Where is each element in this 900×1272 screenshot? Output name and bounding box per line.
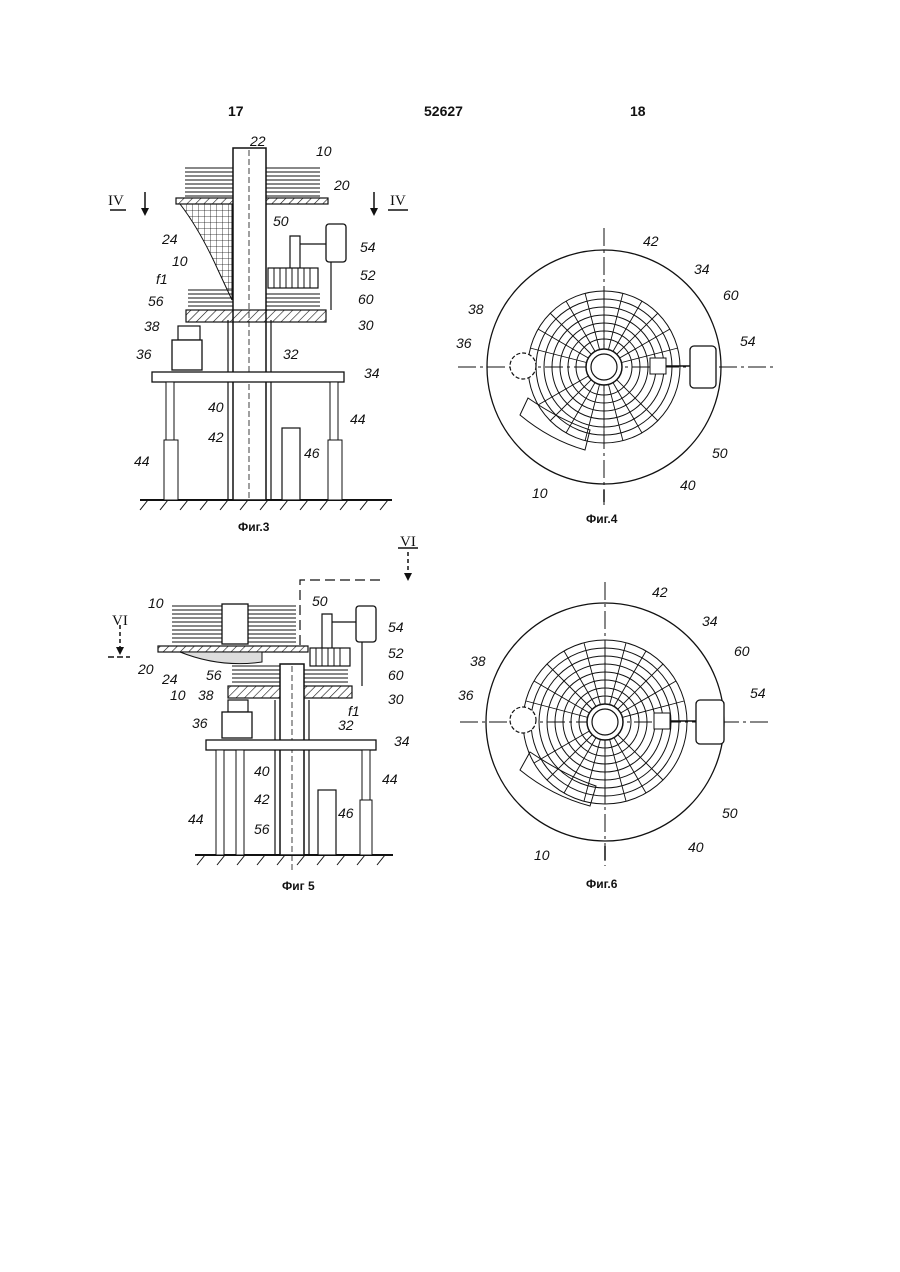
label: 30	[358, 317, 374, 333]
figure-5-side-view: VI VI 10 50	[100, 530, 430, 900]
label: 32	[283, 346, 299, 362]
label: 34	[394, 733, 410, 749]
figure-4-top-view: 42 34 60 38 36 54 50 10 40 Фиг.4	[450, 220, 780, 530]
label: 10	[534, 847, 550, 863]
label: 20	[137, 661, 154, 677]
label: 22	[249, 133, 266, 149]
figure-3-side-view: IV IV 22 10 20 24 50 54 10 52 f1 56 60 3…	[100, 130, 400, 540]
label: 40	[208, 399, 224, 415]
section-mark-vi-right: VI	[400, 534, 416, 550]
label: 24	[161, 231, 178, 247]
patent-number: 52627	[424, 103, 463, 119]
label: 10	[172, 253, 188, 269]
label: 40	[688, 839, 704, 855]
section-mark-iv-right: IV	[390, 193, 406, 209]
label: 42	[254, 791, 270, 807]
label: 34	[364, 365, 380, 381]
label: 10	[170, 687, 186, 703]
label: 24	[161, 671, 178, 687]
label: 36	[456, 335, 472, 351]
label: 60	[358, 291, 374, 307]
label: f1	[156, 271, 168, 287]
label: 46	[338, 805, 354, 821]
label: 44	[134, 453, 150, 469]
label: 54	[388, 619, 404, 635]
figure-6-top-view: 42 34 60 38 36 54 50 10 40 Фиг.6	[450, 575, 780, 895]
label: 50	[273, 213, 289, 229]
label: 38	[468, 301, 484, 317]
label: 60	[734, 643, 750, 659]
figure-5-caption: Фиг 5	[282, 879, 315, 893]
page-number-right: 18	[630, 103, 646, 119]
label: 60	[723, 287, 739, 303]
label: 56	[254, 821, 270, 837]
label: 54	[360, 239, 376, 255]
label: 56	[148, 293, 164, 309]
figure-4-caption: Фиг.4	[586, 512, 618, 526]
label: 36	[192, 715, 208, 731]
label: 38	[198, 687, 214, 703]
section-mark-vi-left: VI	[112, 613, 128, 629]
label: 60	[388, 667, 404, 683]
label: 30	[388, 691, 404, 707]
label: 36	[458, 687, 474, 703]
label: 42	[208, 429, 224, 445]
label: 44	[382, 771, 398, 787]
label: 38	[144, 318, 160, 334]
label: 42	[643, 233, 659, 249]
label: 52	[360, 267, 376, 283]
label: 40	[254, 763, 270, 779]
label: 44	[350, 411, 366, 427]
label: 46	[304, 445, 320, 461]
label: 54	[740, 333, 756, 349]
figure-6-caption: Фиг.6	[586, 877, 618, 891]
label: 50	[312, 593, 328, 609]
label: 10	[316, 143, 332, 159]
label: 32	[338, 717, 354, 733]
label: 40	[680, 477, 696, 493]
label: 52	[388, 645, 404, 661]
label: 36	[136, 346, 152, 362]
page-number-left: 17	[228, 103, 244, 119]
label: 50	[712, 445, 728, 461]
label: 34	[694, 261, 710, 277]
label: 38	[470, 653, 486, 669]
label: 54	[750, 685, 766, 701]
label: 44	[188, 811, 204, 827]
label: 42	[652, 584, 668, 600]
label: 50	[722, 805, 738, 821]
section-mark-iv-left: IV	[108, 193, 124, 209]
label: 10	[148, 595, 164, 611]
label: 34	[702, 613, 718, 629]
label: 20	[333, 177, 350, 193]
label: 56	[206, 667, 222, 683]
label: 10	[532, 485, 548, 501]
